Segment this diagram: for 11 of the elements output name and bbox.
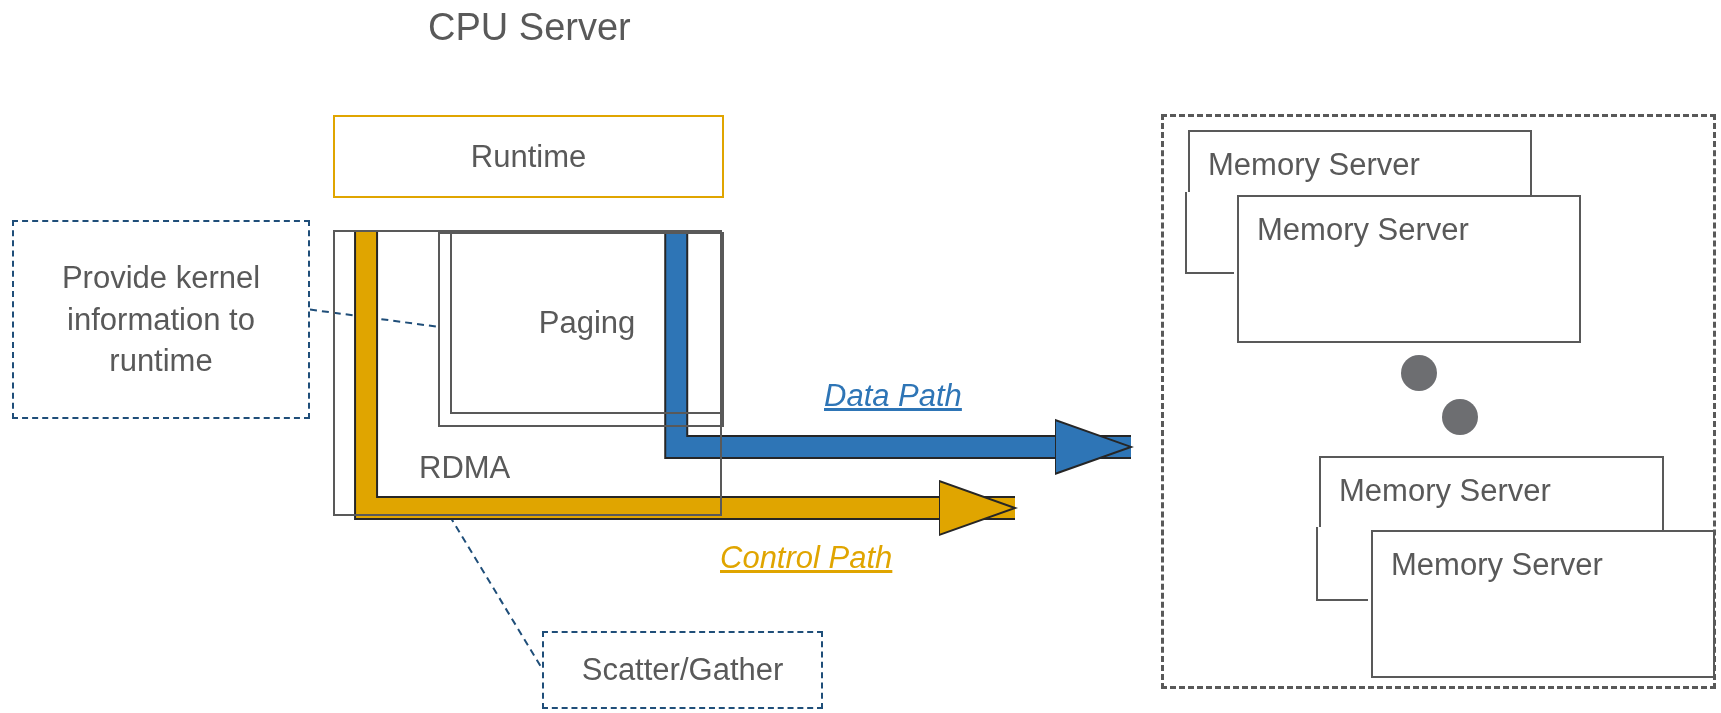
note-box: Runtime: [333, 115, 724, 198]
memory-server-box: Memory Server: [1237, 195, 1581, 343]
memory-server-box: Memory Server: [1319, 456, 1664, 530]
heading-label: CPU Server: [428, 6, 631, 49]
server-group-box: [1161, 114, 1716, 689]
rdma-box: RDMA Paging: [333, 230, 722, 516]
callout-box: Scatter/Gather: [542, 631, 823, 709]
memory-server-box: Memory Server: [1371, 530, 1715, 678]
callout-box: Provide kernel information to runtime: [12, 220, 310, 419]
memory-server-box: Memory Server: [1188, 130, 1532, 195]
paging-box: Paging: [438, 232, 724, 427]
